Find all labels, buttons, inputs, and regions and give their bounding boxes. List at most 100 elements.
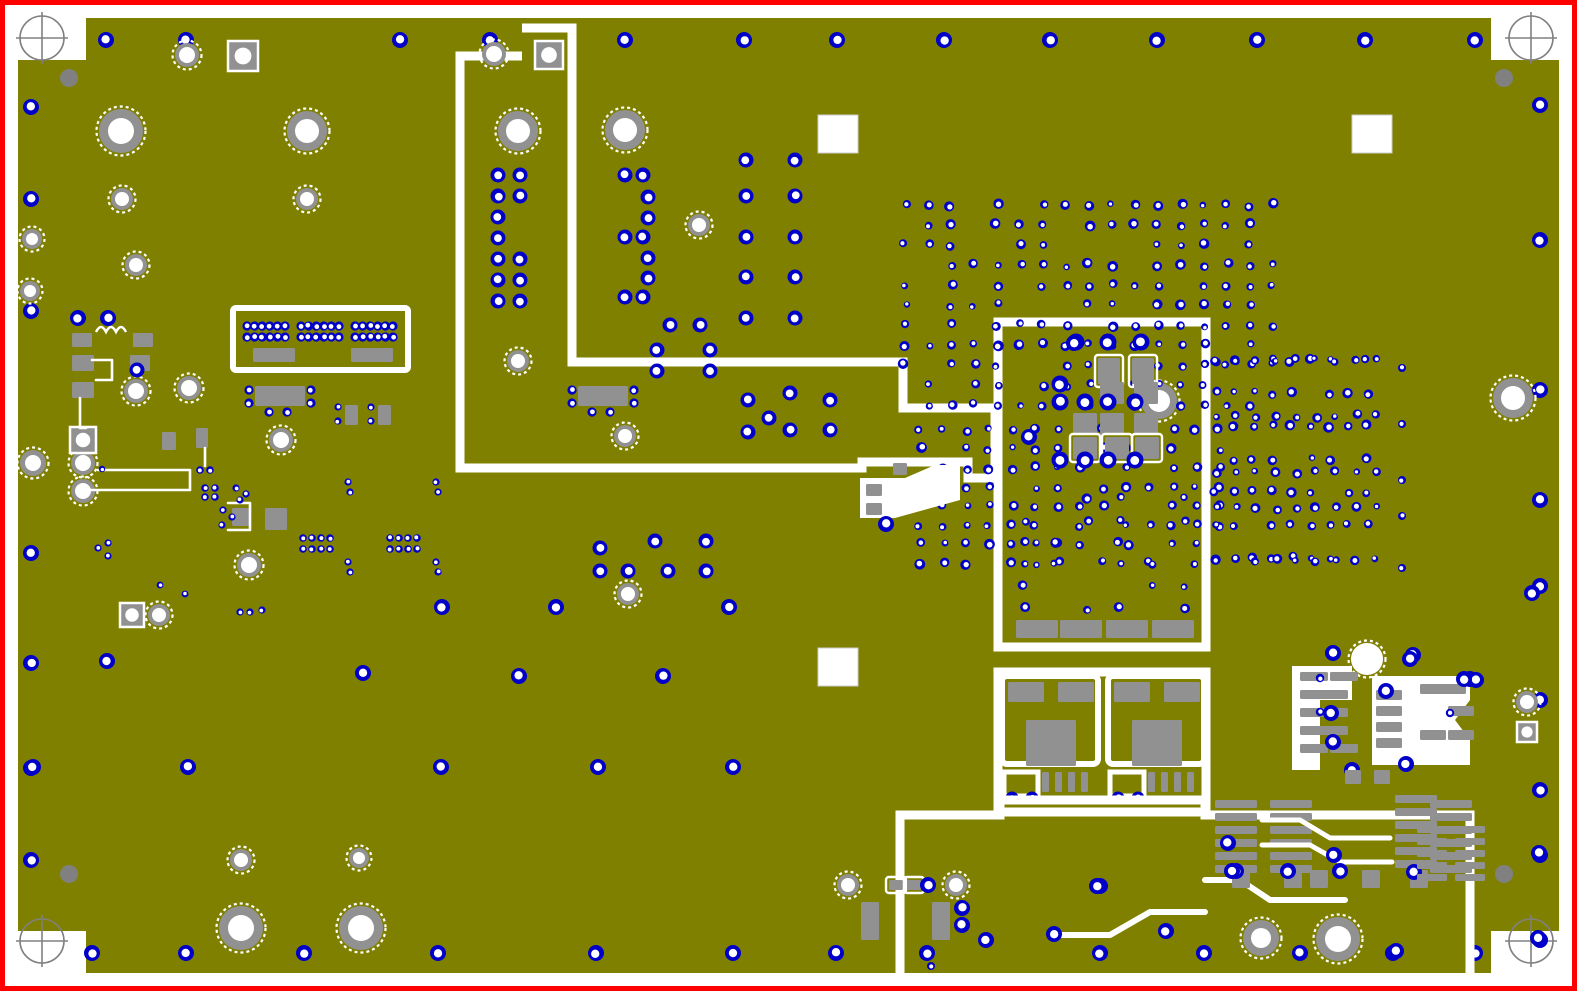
header-mount-pad-left[interactable] xyxy=(253,348,295,362)
power-net-via[interactable] xyxy=(1388,943,1404,959)
via-field-bga-lower-via[interactable] xyxy=(1030,503,1039,512)
via-field-bga-lower-via[interactable] xyxy=(1032,539,1040,547)
pad-th-24[interactable] xyxy=(1347,639,1387,679)
ladder-via[interactable] xyxy=(1212,556,1221,565)
ic-fanout-via[interactable] xyxy=(1117,560,1125,568)
edge-via-bottom-6[interactable] xyxy=(828,945,844,961)
edge-via-bottom-2[interactable] xyxy=(296,945,312,961)
square-pad-2[interactable] xyxy=(533,39,565,71)
ladder-via[interactable] xyxy=(1372,467,1381,477)
col-via-c[interactable] xyxy=(640,189,656,205)
ic-low-pad-0[interactable] xyxy=(1073,413,1097,435)
mid-pad-2[interactable] xyxy=(866,503,882,515)
header-pin[interactable] xyxy=(365,321,375,331)
via-field-bga-upper-via[interactable] xyxy=(1152,299,1163,310)
free-via-1[interactable] xyxy=(548,599,564,615)
chip-pin[interactable] xyxy=(567,385,577,395)
ic-fanout-via[interactable] xyxy=(1148,581,1156,589)
col-via-d[interactable] xyxy=(738,152,754,168)
via-field-bga-upper-via[interactable] xyxy=(1153,200,1164,211)
via-field-fanout-right-via[interactable] xyxy=(1209,487,1219,497)
mid-via-2[interactable] xyxy=(1021,429,1037,445)
ladder-via[interactable] xyxy=(1231,357,1240,366)
via-field-bga-upper-via[interactable] xyxy=(971,359,981,369)
via-field-bga-upper-via[interactable] xyxy=(1084,201,1095,211)
edge-via-right-3[interactable] xyxy=(1532,492,1548,508)
via-field-bga-lower-via[interactable] xyxy=(1168,539,1176,547)
via-field-fanout-right-via[interactable] xyxy=(1323,421,1334,433)
ladder-via[interactable] xyxy=(1272,553,1283,564)
cluster-pad-r-2[interactable] xyxy=(1376,722,1402,732)
via-field-bga-upper-via[interactable] xyxy=(1268,197,1279,209)
via-field-bga-lower-via[interactable] xyxy=(1170,482,1179,491)
col-via-c[interactable] xyxy=(617,167,633,183)
chip-pin[interactable] xyxy=(306,398,316,408)
via-field-bga-upper-via[interactable] xyxy=(925,402,933,410)
header-pin[interactable] xyxy=(334,321,344,331)
header-pin[interactable] xyxy=(265,321,275,331)
chip-pin-bottom[interactable] xyxy=(264,407,274,417)
header-pin[interactable] xyxy=(358,321,368,331)
free-via-16[interactable] xyxy=(1456,671,1472,687)
col-via-a[interactable] xyxy=(490,293,506,309)
left-smd-f[interactable] xyxy=(162,432,176,450)
cluster-via[interactable] xyxy=(1378,683,1394,699)
cluster-pad-r-7[interactable] xyxy=(1420,730,1446,740)
header-pin[interactable] xyxy=(365,332,375,342)
left-small-via[interactable] xyxy=(98,465,106,473)
bottom-smd-3[interactable] xyxy=(884,875,908,895)
cluster-pad-r-6[interactable] xyxy=(1448,706,1474,716)
via-field-bga-lower-via[interactable] xyxy=(983,464,994,475)
via-field-bga-lower-via[interactable] xyxy=(1054,425,1063,434)
via-field-bga-upper-via[interactable] xyxy=(924,200,934,211)
via-field-fanout-right-via[interactable] xyxy=(1284,419,1296,431)
via-field-fanout-right-via[interactable] xyxy=(1212,386,1222,396)
col-via-d[interactable] xyxy=(787,269,803,285)
cluster-via[interactable] xyxy=(1323,705,1339,721)
ladder-via[interactable] xyxy=(1330,466,1340,476)
ladder-via[interactable] xyxy=(1310,557,1320,567)
via-field-bga-lower-via[interactable] xyxy=(1075,522,1084,531)
edge-via-left-2[interactable] xyxy=(23,303,39,319)
header-pin[interactable] xyxy=(373,321,383,331)
arc-via-bottom[interactable] xyxy=(647,533,663,549)
col-via-c[interactable] xyxy=(640,250,656,266)
via-field-bga-upper-via[interactable] xyxy=(944,201,955,212)
mounting-hole-7[interactable] xyxy=(335,902,387,954)
fine-pitch-pad-3[interactable] xyxy=(1430,813,1472,821)
col-via-c[interactable] xyxy=(617,289,633,305)
via-field-bga-lower-via[interactable] xyxy=(1009,443,1016,451)
cluster-via[interactable] xyxy=(1468,672,1484,688)
ladder-via[interactable] xyxy=(1292,413,1301,422)
free-via-14[interactable] xyxy=(1531,845,1547,861)
fiducial-top-right[interactable] xyxy=(1505,12,1557,64)
ic-row-via[interactable] xyxy=(1099,393,1117,411)
via-field-bga-lower-via[interactable] xyxy=(1099,484,1109,494)
edge-pad-0[interactable] xyxy=(1417,826,1447,833)
col-via-c[interactable] xyxy=(640,270,656,286)
mounting-hole-9[interactable] xyxy=(1312,913,1364,965)
via-field-fanout-right-via[interactable] xyxy=(1342,520,1351,528)
cluster-pad-r-3[interactable] xyxy=(1376,738,1402,748)
mid-pad-1[interactable] xyxy=(866,484,882,496)
via-field-bga-upper-via[interactable] xyxy=(1201,323,1209,331)
via-field-bga-upper-via[interactable] xyxy=(1152,261,1163,272)
via-field-bga-upper-via[interactable] xyxy=(947,400,958,410)
via-field-bga-lower-via[interactable] xyxy=(984,538,995,550)
via-field-bga-upper-via[interactable] xyxy=(1198,298,1210,310)
via-field-bga-upper-via[interactable] xyxy=(993,340,1004,352)
free-via-0[interactable] xyxy=(434,599,450,615)
ladder-via[interactable] xyxy=(1231,554,1241,564)
chip-pin-bottom[interactable] xyxy=(282,407,292,417)
ic-fanout-via[interactable] xyxy=(1020,602,1031,613)
ladder-via[interactable] xyxy=(1271,358,1279,365)
rj45-pin-pad[interactable] xyxy=(1148,772,1155,792)
rj45-pin-pad[interactable] xyxy=(1187,772,1194,792)
via-field-bga-upper-via[interactable] xyxy=(1199,282,1208,290)
edge-via-bottom-4[interactable] xyxy=(588,945,604,961)
pad-th-19[interactable] xyxy=(345,844,373,872)
pad-th-5[interactable] xyxy=(121,250,151,280)
col-via-c[interactable] xyxy=(635,167,651,183)
via-field-bga-lower-via[interactable] xyxy=(1033,485,1040,493)
header-pin[interactable] xyxy=(311,321,321,331)
